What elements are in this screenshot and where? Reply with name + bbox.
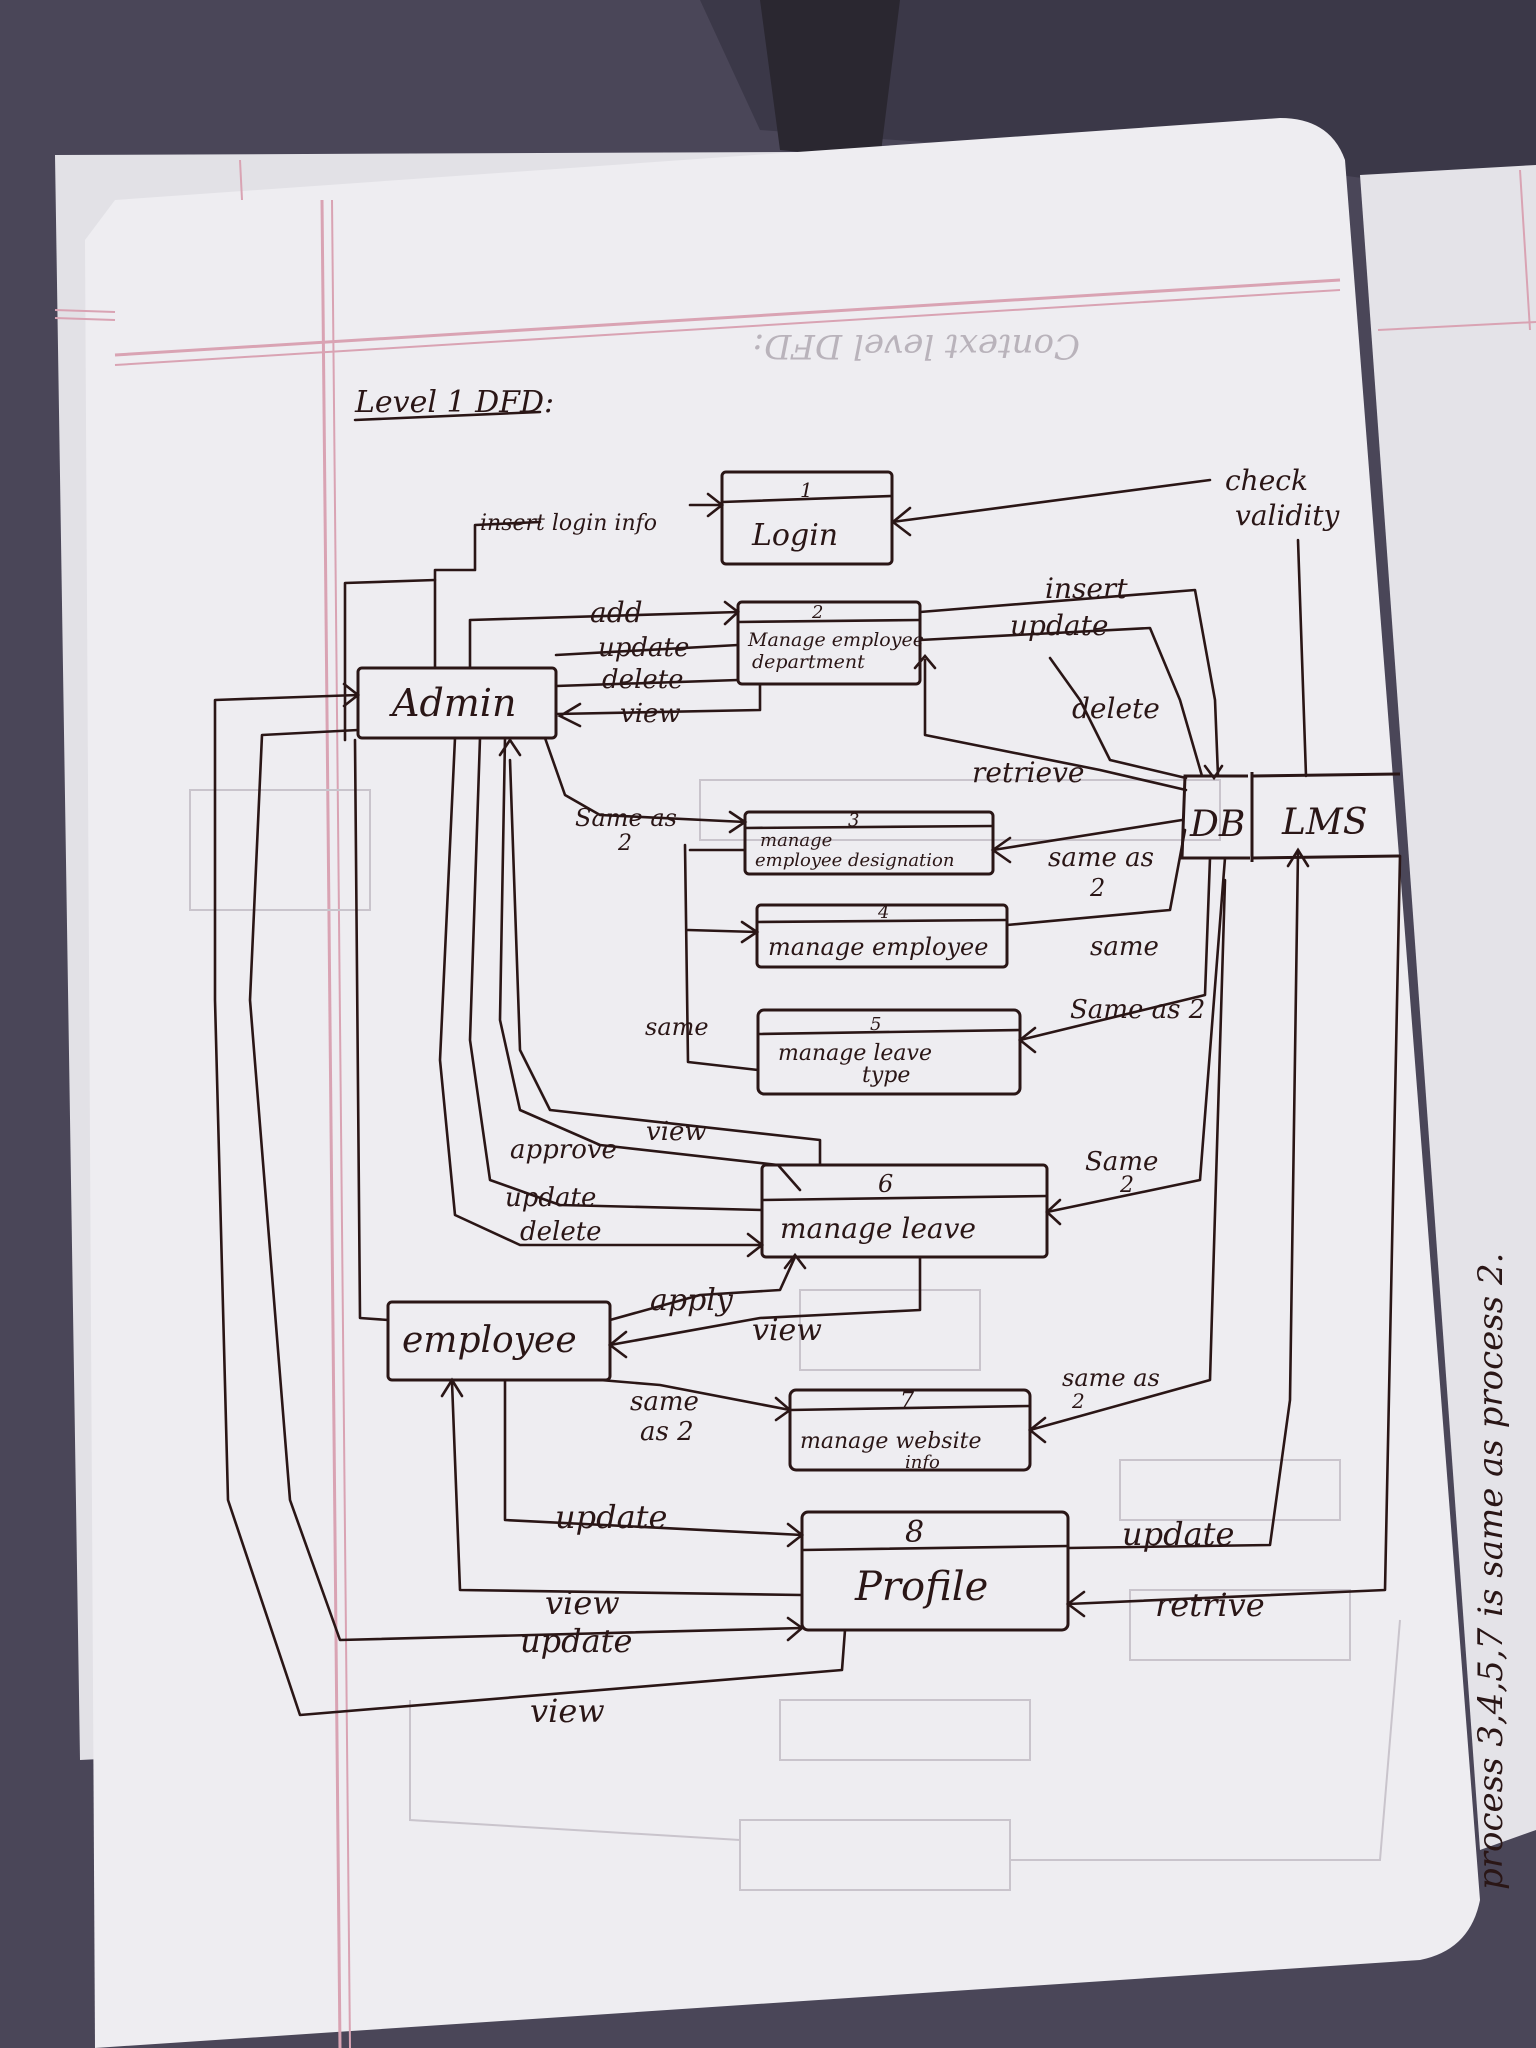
process-3-number: 3 [848, 810, 859, 831]
process-7-number: 7 [900, 1389, 914, 1414]
process-3-label-1: manage [760, 830, 832, 851]
label-delete-6: delete [520, 1217, 602, 1247]
label-update-emp-profile: update [555, 1498, 667, 1536]
label-same-as-2-d1: same [630, 1387, 699, 1417]
process-manage-leave-type: 5 manage leave type [756, 1008, 1022, 1096]
process-3-label-2: employee designation [755, 850, 954, 871]
label-view-2: view [620, 699, 681, 729]
process-manage-employee-designation: 3 manage employee designation [743, 810, 995, 876]
label-same-as-2-b2: 2 [1089, 874, 1105, 902]
login-label: Login [751, 518, 838, 553]
label-same-as-2-a2: 2 [617, 831, 632, 856]
employee-label: employee [402, 1320, 577, 1361]
process-manage-employee-department: 2 Manage employee department [736, 600, 924, 686]
ghost-title: Context level DFD: [753, 326, 1080, 366]
process-2-number: 2 [811, 602, 823, 623]
process-login: 1 Login [720, 470, 894, 566]
process-manage-website-info: 7 manage website info [788, 1388, 1032, 1473]
side-note: process 3,4,5,7 is same as process 2. [1471, 1253, 1511, 1890]
lms-label: LMS [1281, 802, 1367, 843]
label-same-6-1: Same [1085, 1147, 1158, 1177]
diagram-title: Level 1 DFD: [354, 385, 554, 420]
label-view-admin-profile: view [530, 1692, 605, 1730]
label-view-emp: view [752, 1313, 822, 1348]
db-label: DB [1189, 804, 1245, 845]
process-profile: 8 Profile [800, 1510, 1070, 1632]
process-2-label-1: Manage employee [747, 629, 924, 651]
label-insert-db: insert [1045, 572, 1128, 605]
process-5-label-2: type [862, 1063, 910, 1088]
label-apply: apply [650, 1283, 734, 1318]
label-update-2: update [598, 633, 689, 663]
label-same-7-2: 2 [1071, 1389, 1085, 1413]
label-same-as-2-a1: Same as [575, 804, 677, 832]
login-number: 1 [800, 478, 813, 502]
label-update-6: update [505, 1183, 596, 1213]
entity-admin: Admin [356, 666, 558, 740]
flow-labels: insert login info check validity add upd… [480, 464, 1341, 1730]
process-5-label-1: manage leave [778, 1041, 932, 1066]
label-same-as-2-c: Same as 2 [1070, 995, 1205, 1025]
process-4-label: manage employee [768, 933, 988, 961]
label-insert-login-info: insert login info [480, 511, 657, 536]
label-view-6: view [646, 1117, 707, 1147]
process-8-label: Profile [854, 1564, 988, 1610]
label-validity: validity [1235, 499, 1341, 532]
label-view-profile-emp: view [545, 1584, 620, 1622]
process-5-number: 5 [870, 1014, 881, 1035]
label-same-7-1: same as [1062, 1364, 1160, 1392]
label-same-as-2-d2: as 2 [640, 1417, 694, 1447]
process-4-number: 4 [877, 902, 889, 923]
label-approve: approve [510, 1135, 617, 1165]
label-same-4: same [1090, 932, 1159, 962]
data-flows [213, 478, 1402, 1717]
process-8-number: 8 [905, 1515, 924, 1550]
label-retrieve-profile: retrive [1155, 1586, 1265, 1624]
process-2-label-2: department [752, 651, 865, 673]
label-delete-db: delete [1072, 692, 1160, 725]
process-7-label-2: info [905, 1452, 940, 1473]
admin-label: Admin [389, 681, 516, 725]
label-update-db: update [1010, 609, 1108, 642]
process-6-number: 6 [878, 1170, 893, 1198]
label-same-6-2: 2 [1119, 1173, 1134, 1198]
datastore-db-lms: DB LMS [1180, 772, 1401, 862]
label-same-5: same [645, 1013, 709, 1041]
label-check: check [1225, 464, 1308, 497]
label-update-profile-db: update [1122, 1515, 1234, 1553]
process-6-label: manage leave [780, 1212, 976, 1245]
label-update-admin-profile: update [520, 1622, 632, 1660]
process-manage-leave: 6 manage leave [760, 1163, 1049, 1259]
label-same-as-2-b1: same as [1048, 843, 1154, 873]
label-add: add [590, 596, 643, 629]
entity-employee: employee [386, 1300, 612, 1382]
process-7-label-1: manage website [800, 1429, 981, 1454]
label-delete-2: delete [602, 665, 684, 695]
process-manage-employee: 4 manage employee [755, 902, 1009, 969]
label-retrieve-db: retrieve [972, 756, 1085, 789]
